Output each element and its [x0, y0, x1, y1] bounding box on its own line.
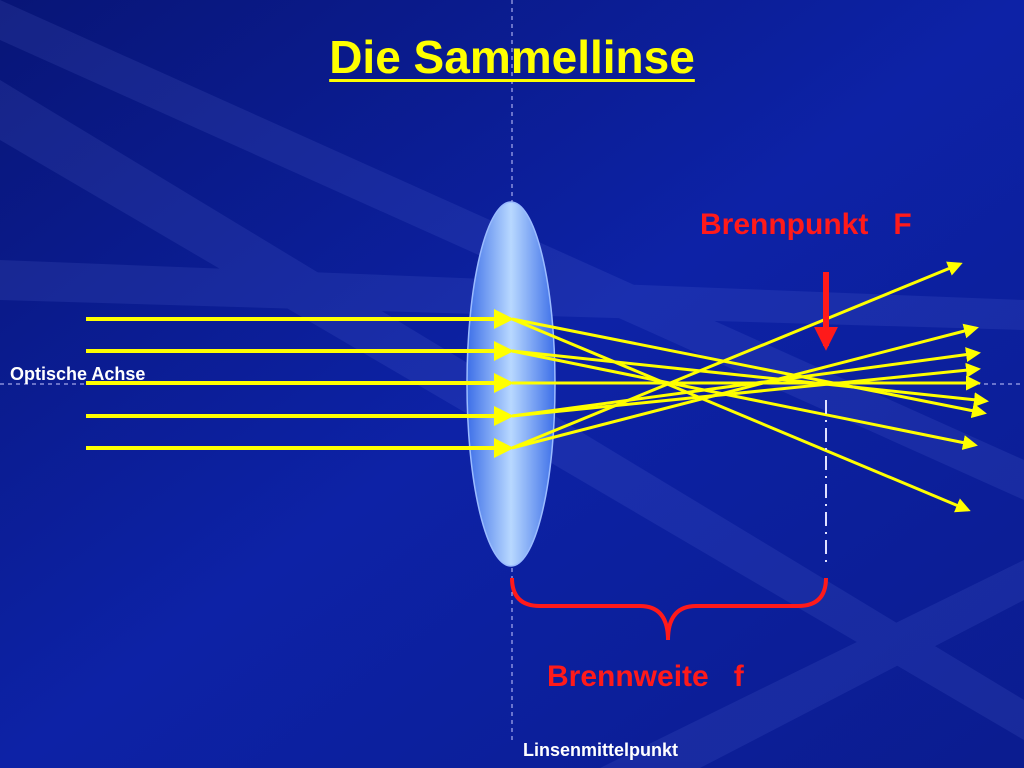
slide-title: Die Sammellinse [329, 31, 695, 83]
refracted-ray-2b [511, 349, 989, 408]
refracted-ray-4b [511, 347, 981, 418]
refracted-rays [511, 261, 989, 513]
refracted-ray-1 [511, 317, 971, 513]
optical-axis-label: Optische Achse [10, 364, 146, 384]
refracted-ray-4 [511, 362, 981, 418]
refracted-ray-5 [511, 323, 979, 450]
refracted-ray-2 [511, 349, 978, 450]
refracted-ray-5b [511, 261, 963, 450]
incoming-rays [86, 309, 514, 458]
lens-center-label: Linsenmittelpunkt [523, 740, 679, 760]
focal-length-label: Brennweite f [547, 660, 744, 693]
focal-length-brace [510, 577, 828, 641]
focal-point-label: Brennpunkt F [700, 208, 912, 241]
refracted-ray-1b [511, 317, 987, 419]
